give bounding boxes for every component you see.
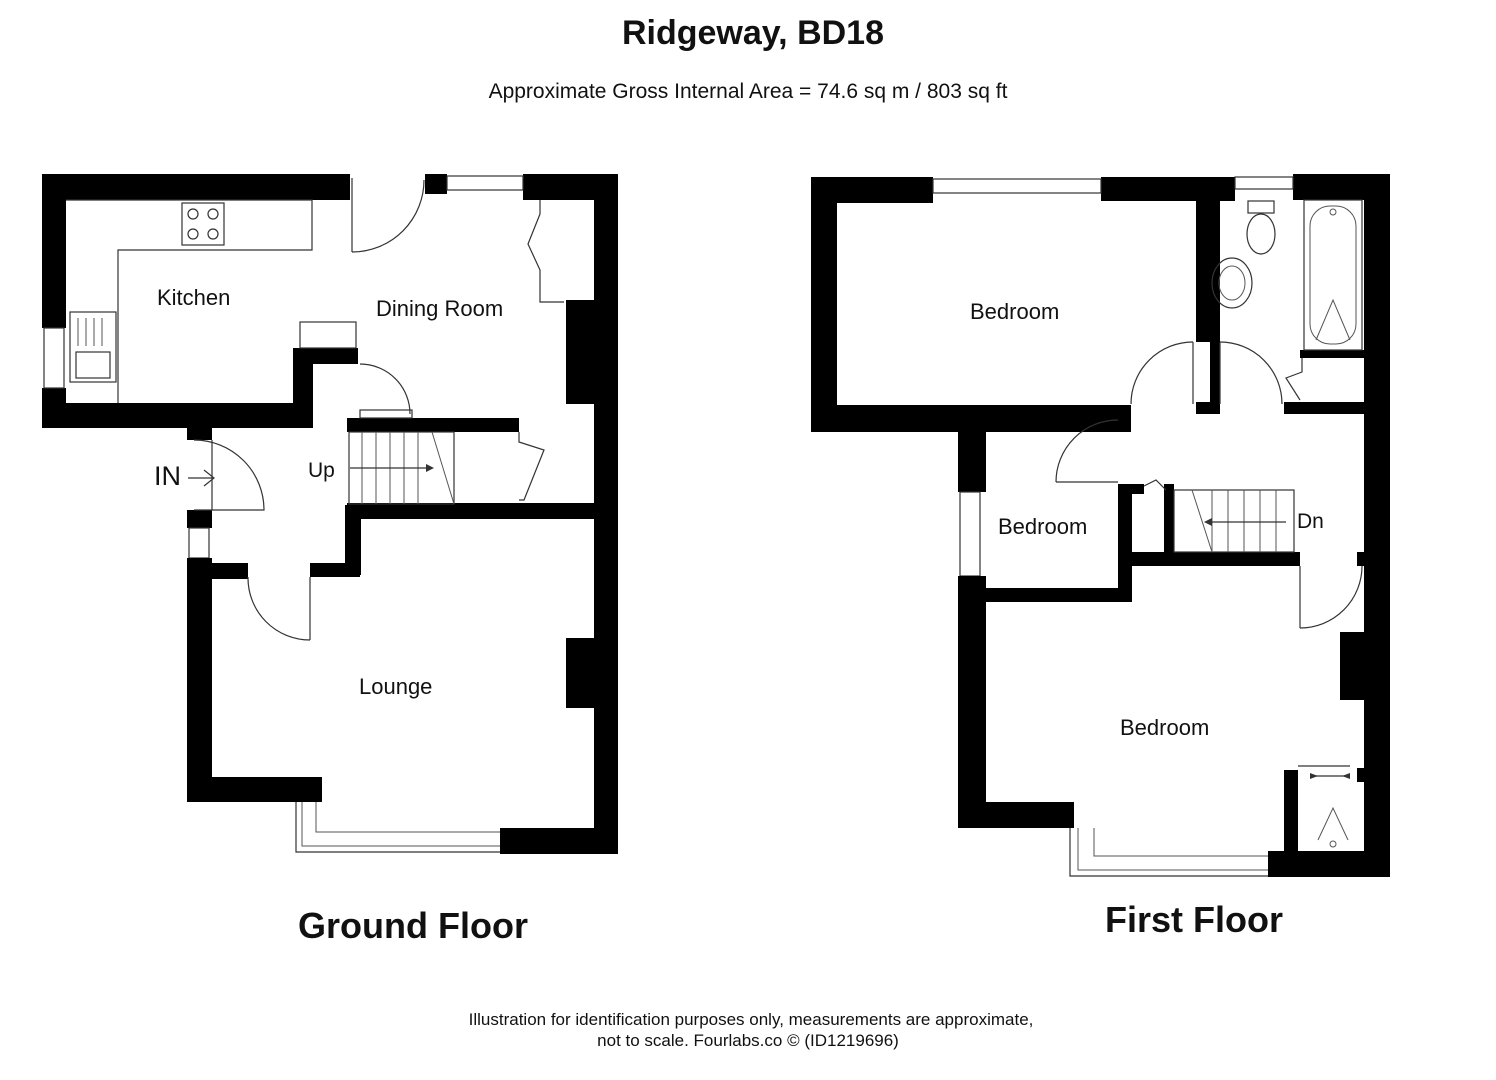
wall bbox=[1357, 768, 1367, 782]
stairs-up-label: Up bbox=[308, 459, 335, 482]
wall bbox=[1118, 552, 1300, 566]
bay-window bbox=[295, 802, 500, 853]
first-floor-plan bbox=[811, 174, 1390, 877]
wall bbox=[1196, 177, 1212, 342]
cupboard bbox=[518, 432, 545, 501]
wall bbox=[347, 418, 519, 432]
wall bbox=[958, 802, 1074, 828]
wall bbox=[42, 174, 350, 200]
dining-window bbox=[446, 175, 524, 191]
ground-floor-label: Ground Floor bbox=[298, 905, 528, 946]
room-label-bedroom-3: Bedroom bbox=[1120, 715, 1210, 740]
wall bbox=[594, 174, 618, 854]
cupboard bbox=[527, 200, 564, 303]
room-label-dining-room: Dining Room bbox=[376, 296, 504, 321]
wall bbox=[811, 177, 837, 432]
room-label-kitchen: Kitchen bbox=[157, 285, 231, 310]
wall bbox=[958, 576, 986, 828]
entrance-label: IN bbox=[154, 461, 181, 491]
disclaimer-line-2: not to scale. Fourlabs.co © (ID1219696) bbox=[597, 1031, 899, 1050]
room-label-lounge: Lounge bbox=[359, 674, 433, 699]
door bbox=[359, 363, 411, 415]
wall bbox=[42, 403, 312, 428]
wall bbox=[187, 558, 212, 802]
wall bbox=[345, 505, 361, 575]
first-floor-label: First Floor bbox=[1105, 899, 1283, 940]
room-label-bedroom-1: Bedroom bbox=[970, 299, 1060, 324]
sink bbox=[69, 311, 117, 383]
hall-window bbox=[188, 527, 210, 559]
wall bbox=[1284, 770, 1298, 854]
chimney-breast bbox=[566, 638, 596, 708]
bathtub bbox=[1303, 199, 1363, 351]
toilet bbox=[1246, 213, 1276, 255]
chimney-breast bbox=[1340, 632, 1366, 700]
wall bbox=[310, 563, 360, 577]
cupboard bbox=[1285, 358, 1303, 401]
wall bbox=[1300, 350, 1364, 358]
staircase bbox=[348, 431, 455, 505]
bathroom-window bbox=[1234, 176, 1294, 190]
wall bbox=[500, 828, 618, 854]
wall bbox=[187, 510, 212, 528]
wall bbox=[1284, 402, 1364, 414]
disclaimer-line-1: Illustration for identification purposes… bbox=[468, 1010, 1034, 1029]
wall bbox=[42, 174, 66, 328]
wall bbox=[208, 563, 248, 579]
wall bbox=[1357, 552, 1367, 566]
stairs-down-label: Dn bbox=[1297, 510, 1324, 533]
shower bbox=[1317, 806, 1349, 841]
kitchen-window bbox=[43, 327, 65, 389]
wall bbox=[187, 414, 212, 440]
bedroom-window bbox=[932, 178, 1102, 194]
bay-window bbox=[1069, 828, 1268, 877]
wall bbox=[293, 348, 313, 428]
wall bbox=[958, 416, 986, 492]
wall bbox=[976, 416, 1124, 426]
staircase bbox=[1173, 489, 1295, 553]
wall bbox=[976, 588, 1132, 602]
chimney-breast bbox=[566, 300, 596, 404]
room-label-bedroom-2: Bedroom bbox=[998, 514, 1088, 539]
page-title: Ridgeway, BD18 bbox=[621, 14, 884, 52]
wall bbox=[1164, 484, 1174, 554]
area-subtitle: Approximate Gross Internal Area = 74.6 s… bbox=[488, 80, 1008, 103]
wall bbox=[1118, 484, 1132, 594]
small-bedroom-window bbox=[959, 491, 981, 577]
appliance bbox=[299, 321, 357, 349]
wall bbox=[1268, 851, 1390, 877]
washbasin bbox=[1211, 257, 1253, 309]
wall bbox=[347, 503, 597, 519]
wall bbox=[1364, 174, 1390, 877]
wall bbox=[1132, 484, 1144, 494]
hob bbox=[181, 202, 225, 246]
wall bbox=[293, 348, 358, 364]
kitchen-worktop bbox=[66, 199, 313, 403]
ground-floor-plan bbox=[42, 174, 618, 854]
wall bbox=[425, 174, 447, 194]
wall bbox=[187, 777, 322, 802]
